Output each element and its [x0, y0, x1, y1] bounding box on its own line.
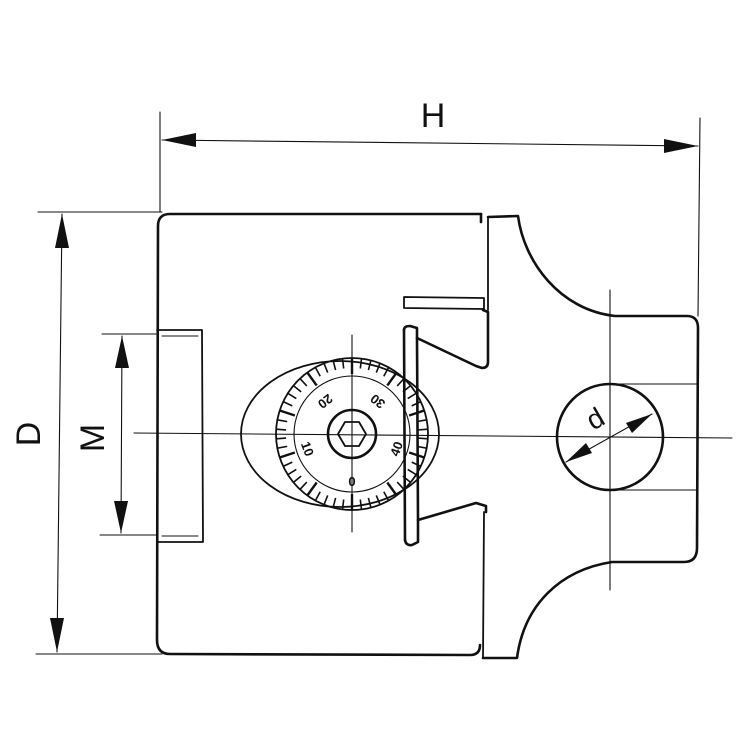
main-block — [155, 212, 483, 657]
scale-number-30: 30 — [367, 391, 388, 412]
label-M: M — [74, 424, 112, 452]
dial-major-tick — [408, 451, 425, 459]
dimension-line-H — [161, 139, 699, 147]
dial-major-tick — [279, 451, 296, 459]
dial-minor-tick — [402, 384, 412, 393]
dimension-D: D — [10, 211, 163, 655]
arrowhead-bottom — [114, 501, 128, 533]
dial-minor-tick — [417, 437, 428, 440]
dial-major-tick — [386, 481, 398, 497]
label-d: d — [581, 401, 610, 436]
dial-minor-tick — [417, 428, 428, 431]
arrowhead-d-right — [626, 414, 652, 433]
flange-inner-bottom — [482, 511, 485, 659]
dial-minor-tick — [292, 475, 302, 484]
dial-minor-tick — [407, 392, 417, 400]
dial-minor-tick — [287, 468, 297, 476]
dovetail-slide — [402, 308, 490, 547]
label-D: D — [10, 422, 48, 447]
dial-minor-tick — [383, 367, 390, 377]
arrowhead-bottom — [50, 618, 64, 652]
arrowhead-top — [55, 214, 69, 248]
dial-minor-tick — [332, 360, 337, 371]
dial-minor-tick — [276, 437, 287, 440]
horizontal-center-line — [133, 432, 733, 439]
center-lines — [133, 289, 733, 591]
arrowhead-right — [664, 139, 698, 153]
dial-minor-tick — [299, 378, 308, 387]
dial-minor-tick — [359, 499, 363, 510]
dimension-H: H — [159, 97, 701, 317]
dial-major-tick — [408, 409, 425, 417]
dovetail-bottom-lip — [403, 518, 420, 547]
dial-minor-tick — [411, 400, 422, 407]
arrowhead-d-left — [566, 443, 592, 462]
dimension-line-M — [120, 335, 123, 534]
dial-minor-tick — [282, 400, 293, 407]
label-H: H — [421, 97, 446, 135]
scale-number-10: 10 — [298, 439, 317, 458]
scale-number-40: 40 — [387, 439, 406, 458]
dial-minor-tick — [314, 491, 321, 501]
dimension-M: M — [74, 333, 157, 536]
dial-minor-tick — [416, 445, 427, 449]
dial-minor-tick — [276, 428, 287, 431]
dial-minor-tick — [299, 481, 308, 490]
dimension-line-D — [56, 213, 63, 653]
dovetail-profile — [415, 308, 490, 522]
dial-minor-tick — [323, 363, 329, 373]
dial-minor-tick — [341, 499, 345, 510]
dial-minor-tick — [411, 461, 422, 468]
side-slot — [156, 329, 204, 543]
dial-minor-tick — [367, 360, 372, 371]
dial-major-tick — [279, 409, 296, 417]
dial-minor-tick — [396, 378, 405, 387]
dial-minor-tick — [375, 495, 381, 505]
dial-minor-tick — [277, 445, 288, 449]
scale-number-20: 20 — [315, 391, 336, 412]
dial-minor-tick — [359, 358, 363, 369]
dial-minor-tick — [282, 461, 293, 468]
dial-major-tick — [306, 481, 318, 497]
dial-minor-tick — [323, 495, 329, 505]
dial-major-tick — [386, 371, 398, 387]
dial-minor-tick — [383, 491, 390, 501]
dial-minor-tick — [396, 481, 405, 490]
dovetail-top-lip — [402, 324, 419, 340]
dial-minor-tick — [292, 384, 302, 393]
dial-minor-tick — [341, 358, 345, 369]
stop-bar — [403, 296, 485, 310]
dial-minor-tick — [332, 497, 337, 508]
extension-line-right — [697, 117, 701, 317]
hex-socket-icon — [337, 421, 367, 447]
dial-minor-tick — [277, 419, 288, 423]
dial-minor-tick — [367, 497, 372, 508]
dial-minor-tick — [375, 363, 381, 373]
dial-minor-tick — [407, 468, 417, 476]
dial-minor-tick — [314, 367, 321, 377]
arrowhead-left — [162, 133, 196, 147]
dial-tick-marks — [276, 358, 428, 510]
dial-minor-tick — [287, 392, 297, 400]
dial-minor-tick — [402, 475, 412, 484]
dial-major-tick — [306, 371, 318, 387]
arrowhead-top — [115, 336, 129, 368]
dial-minor-tick — [416, 419, 427, 423]
